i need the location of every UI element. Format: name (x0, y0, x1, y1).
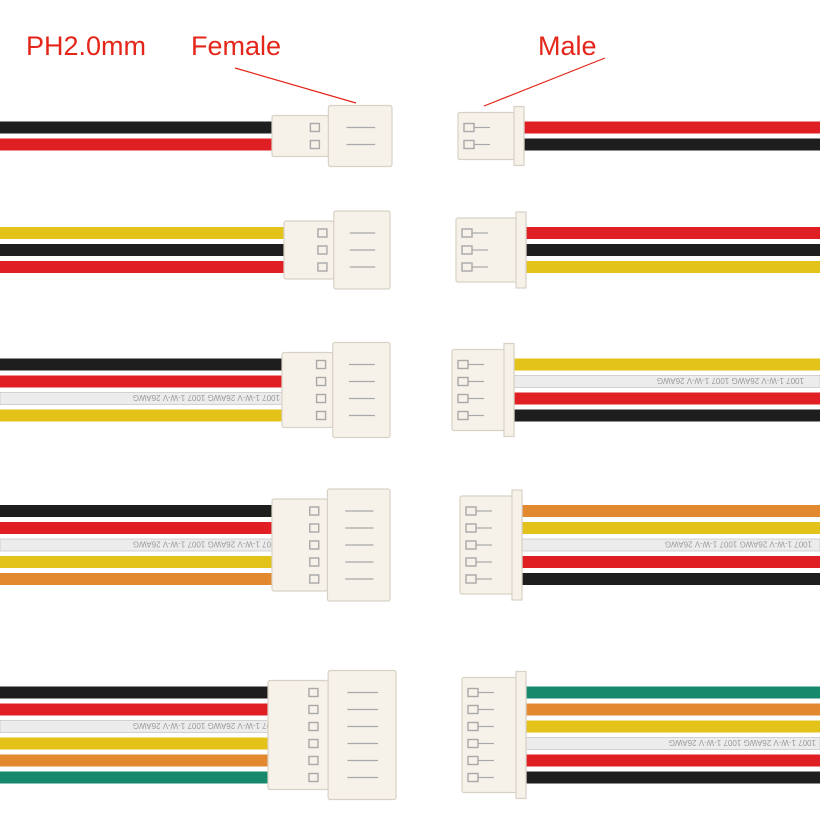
female-wire-print: 1007 1-W-V 26AWG 1007 1-W-V 26AWG (133, 721, 280, 730)
female-pin-window (317, 245, 328, 255)
female-wire-print: 1007 1-W-V 26AWG 1007 1-W-V 26AWG (133, 540, 280, 549)
female-pointer-line (234, 67, 357, 104)
male-wire-black (520, 244, 820, 256)
female-wire-yellow (0, 556, 278, 568)
female-housing (327, 104, 393, 168)
cable-row-5pin: 1007 1-W-V 26AWG 1007 1-W-V 26AWG 1007 1-… (0, 488, 820, 602)
male-wire-black (508, 409, 820, 422)
male-wire-print: 1007 1-W-V 26AWG 1007 1-W-V 26AWG (665, 540, 812, 549)
female-pin-window (309, 540, 320, 550)
cable-row-2pin (0, 104, 820, 168)
male-pointer-line (483, 57, 606, 107)
female-wire-black (0, 244, 290, 256)
female-pin-window (308, 704, 319, 715)
female-pin-window (308, 755, 319, 766)
male-wire-green (520, 686, 820, 699)
female-label: Female (191, 31, 282, 61)
male-housing-flange (515, 211, 527, 289)
male-wire-orange (516, 505, 820, 517)
female-wire-black (0, 686, 274, 699)
male-wire-print: 1007 1-W-V 26AWG 1007 1-W-V 26AWG (669, 738, 816, 747)
male-wire-yellow (508, 358, 820, 371)
female-wire-black (0, 358, 288, 371)
male-wire-red (508, 392, 820, 405)
female-wire-yellow (0, 737, 274, 750)
male-wire-black (516, 573, 820, 585)
male-wire-yellow (520, 720, 820, 733)
male-wire-yellow (516, 522, 820, 534)
female-wire-black (0, 121, 278, 134)
female-pin-window (309, 557, 320, 567)
male-label: Male (538, 31, 597, 61)
female-pin-window (315, 393, 327, 404)
male-wire-red (518, 121, 820, 134)
female-pin-window (315, 410, 327, 421)
female-housing (327, 669, 397, 801)
female-wire-red (0, 522, 278, 534)
male-wire-yellow (520, 261, 820, 273)
female-wire-red (0, 703, 274, 716)
female-pin-window (317, 262, 328, 272)
male-wire-black (518, 138, 820, 151)
female-pin-window (308, 687, 319, 698)
male-wire-red (520, 754, 820, 767)
female-pin-window (309, 506, 320, 516)
male-wire-print: 1007 1-W-V 26AWG 1007 1-W-V 26AWG (657, 376, 804, 385)
male-wire-red (516, 556, 820, 568)
cable-row-3pin (0, 210, 820, 290)
female-pin-window (308, 772, 319, 783)
cable-rows: 1007 1-W-V 26AWG 1007 1-W-V 26AWG 1007 1-… (0, 104, 820, 801)
cable-row-4pin: 1007 1-W-V 26AWG 1007 1-W-V 26AWG 1007 1-… (0, 341, 820, 439)
female-wire-orange (0, 573, 278, 585)
male-wire-red (520, 227, 820, 239)
male-housing-flange (511, 489, 523, 601)
series-label: PH2.0mm (26, 31, 147, 61)
female-housing (332, 341, 391, 439)
male-wire-black (520, 771, 820, 784)
female-wire-red (0, 261, 290, 273)
female-crimp-block (267, 679, 329, 791)
female-pin-window (309, 574, 320, 584)
male-housing-flange (515, 670, 527, 800)
female-pin-window (309, 139, 321, 150)
female-wire-black (0, 505, 278, 517)
female-wire-yellow (0, 409, 288, 422)
male-housing-flange (503, 342, 515, 438)
female-crimp-block (271, 114, 330, 158)
female-wire-green (0, 771, 274, 784)
female-pin-window (308, 721, 319, 732)
female-pin-window (309, 523, 320, 533)
male-wire-orange (520, 703, 820, 716)
male-housing-flange (513, 105, 525, 167)
female-wire-print: 1007 1-W-V 26AWG 1007 1-W-V 26AWG (133, 393, 280, 402)
female-pin-window (315, 376, 327, 387)
female-pin-window (315, 359, 327, 370)
female-pin-window (308, 738, 319, 749)
cable-row-6pin: 1007 1-W-V 26AWG 1007 1-W-V 26AWG 1007 1-… (0, 669, 820, 801)
female-wire-red (0, 138, 278, 151)
female-wire-yellow (0, 227, 290, 239)
female-wire-red (0, 375, 288, 388)
female-pin-window (309, 122, 321, 133)
female-pin-window (317, 228, 328, 238)
female-wire-orange (0, 754, 274, 767)
